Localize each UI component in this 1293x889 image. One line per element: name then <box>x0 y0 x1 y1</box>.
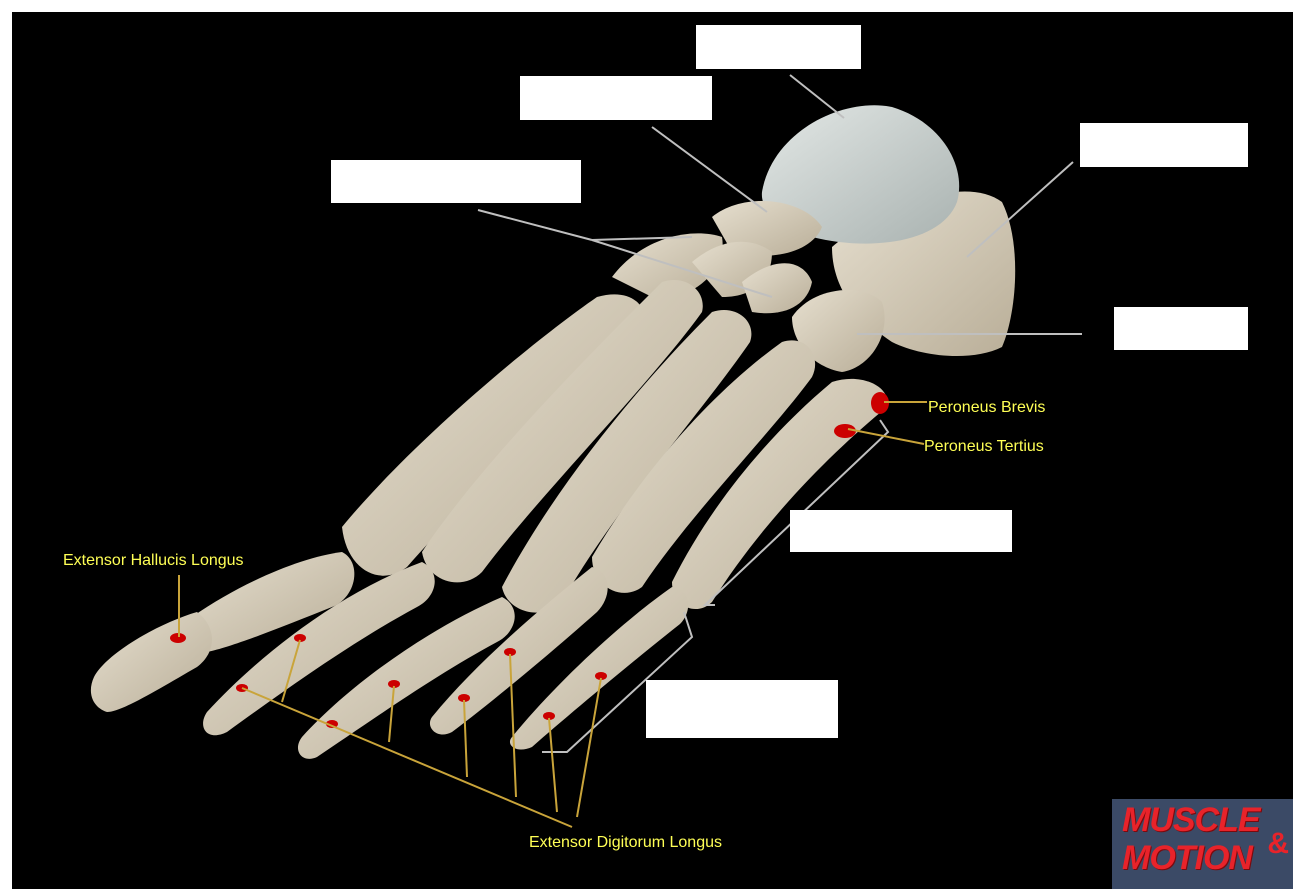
blank-label-box[interactable] <box>790 510 1012 552</box>
hallux-distal-phalanx <box>91 612 212 712</box>
logo-ampersand: & <box>1267 827 1289 861</box>
leader-peroneus-tertius <box>848 429 924 444</box>
leader-extensor-digitorum <box>549 718 557 812</box>
blank-label-box[interactable] <box>646 680 838 738</box>
label-peroneus-brevis: Peroneus Brevis <box>928 399 1045 417</box>
label-peroneus-tertius: Peroneus Tertius <box>924 438 1044 456</box>
leader-extensor-digitorum <box>242 688 572 827</box>
pointer-line <box>478 210 592 240</box>
pointer-line <box>652 127 767 212</box>
blank-label-box[interactable] <box>1080 123 1248 167</box>
pointer-line <box>790 75 844 118</box>
label-extensor-hallucis-longus: Extensor Hallucis Longus <box>63 552 244 570</box>
logo-text-motion: MOTION <box>1122 839 1252 878</box>
blank-label-box[interactable] <box>331 160 581 203</box>
label-extensor-digitorum-longus: Extensor Digitorum Longus <box>529 834 722 852</box>
muscle-and-motion-logo: MUSCLE & MOTION <box>1112 799 1293 889</box>
blank-label-box[interactable] <box>696 25 861 69</box>
diagram-canvas: Peroneus Brevis Peroneus Tertius Extenso… <box>12 12 1293 889</box>
attachment-peroneus-tertius <box>834 424 856 438</box>
blank-label-box[interactable] <box>1114 307 1248 350</box>
blank-label-box[interactable] <box>520 76 712 120</box>
logo-text-muscle: MUSCLE <box>1122 801 1260 840</box>
